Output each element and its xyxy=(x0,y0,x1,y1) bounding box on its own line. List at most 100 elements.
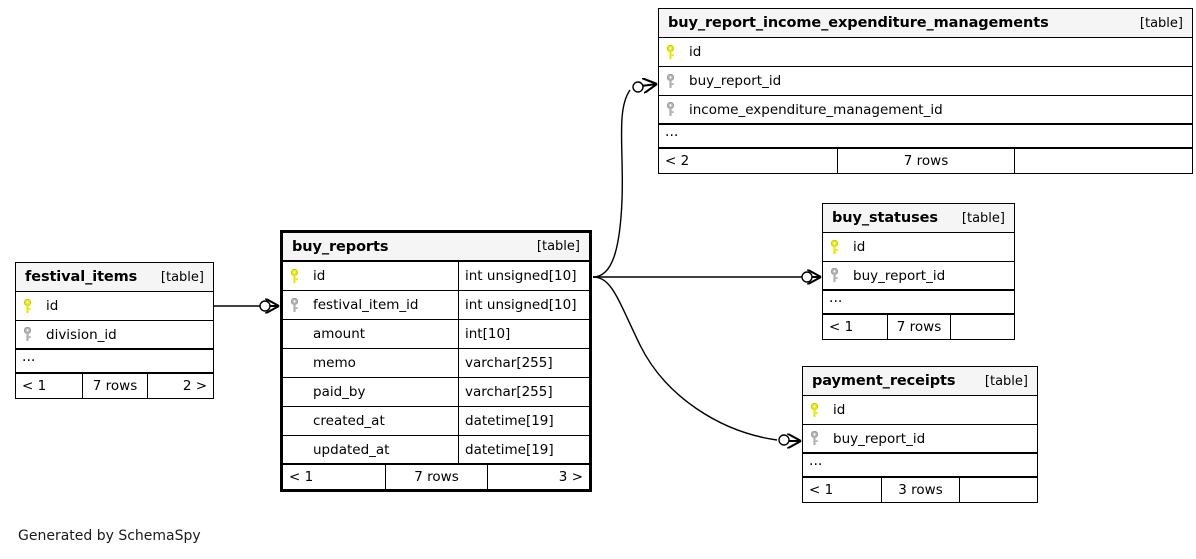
column-row[interactable]: updated_at datetime[19] xyxy=(283,436,589,465)
edge-buy-reports-to-income-expenditure xyxy=(592,82,657,278)
footer-parents-count[interactable]: < 1 xyxy=(289,469,314,485)
table-type-tag: [table] xyxy=(1139,15,1183,31)
column-row[interactable]: festival_item_id int unsigned[10] xyxy=(283,291,589,320)
column-type: int unsigned[10] xyxy=(458,291,589,319)
primary-key-icon xyxy=(823,233,845,261)
table-title: payment_receipts xyxy=(812,373,956,389)
table-footer: < 1 7 rows 3 > xyxy=(283,465,589,489)
column-name: division_id xyxy=(46,326,117,343)
footer-children-count[interactable] xyxy=(959,478,1037,502)
footer-row-count: 7 rows xyxy=(385,465,487,489)
column-row[interactable]: id xyxy=(823,233,1014,262)
more-columns-indicator: ... xyxy=(803,454,1037,478)
footer-children-count[interactable] xyxy=(1014,149,1192,173)
no-key-spacer xyxy=(283,320,305,348)
edge-festival-items-to-buy-reports xyxy=(214,301,279,311)
table-buy-statuses[interactable]: buy_statuses [table] id xyxy=(822,203,1015,340)
footer-parents-count[interactable]: < 2 xyxy=(665,153,690,169)
column-name: created_at xyxy=(313,413,385,429)
column-name: buy_report_id xyxy=(689,73,782,89)
table-footer: < 1 3 rows xyxy=(803,478,1037,502)
column-row[interactable]: income_expenditure_management_id xyxy=(659,96,1192,125)
column-row[interactable]: buy_report_id xyxy=(803,425,1037,454)
footer-parents-count[interactable]: < 1 xyxy=(829,319,854,335)
primary-key-icon xyxy=(803,396,825,424)
table-header: payment_receipts [table] xyxy=(803,367,1037,396)
edge-buy-reports-to-payment-receipts xyxy=(592,276,801,445)
table-header: buy_statuses [table] xyxy=(823,204,1014,233)
table-type-tag: [table] xyxy=(961,210,1005,226)
column-row[interactable]: id int unsigned[10] xyxy=(283,262,589,291)
column-type: varchar[255] xyxy=(458,349,589,377)
table-footer: < 1 7 rows 2 > xyxy=(16,374,213,398)
column-type: datetime[19] xyxy=(458,407,589,435)
column-type: int unsigned[10] xyxy=(458,262,589,290)
primary-key-icon xyxy=(659,38,681,66)
column-row[interactable]: paid_by varchar[255] xyxy=(283,378,589,407)
foreign-key-icon xyxy=(283,291,305,319)
column-name: memo xyxy=(313,355,356,371)
column-row[interactable]: buy_report_id xyxy=(823,262,1014,291)
table-payment-receipts[interactable]: payment_receipts [table] id xyxy=(802,366,1038,503)
footer-children-count[interactable]: 2 > xyxy=(147,374,213,398)
column-name: id xyxy=(313,268,326,284)
more-columns-indicator: ... xyxy=(659,125,1192,149)
footer-parents-count[interactable]: < 1 xyxy=(809,482,834,498)
column-name: id xyxy=(46,298,59,314)
table-title: buy_statuses xyxy=(832,210,938,226)
column-type: varchar[255] xyxy=(458,378,589,406)
footer-parents-count[interactable]: < 1 xyxy=(22,378,47,394)
column-name: buy_report_id xyxy=(853,267,946,284)
table-header: buy_reports [table] xyxy=(283,233,589,262)
table-title: buy_report_income_expenditure_management… xyxy=(668,15,1049,31)
table-header: festival_items [table] xyxy=(16,263,213,292)
column-name: paid_by xyxy=(313,384,366,400)
foreign-key-icon xyxy=(659,96,681,123)
footer-row-count: 7 rows xyxy=(886,315,951,339)
foreign-key-icon xyxy=(659,67,681,95)
table-festival-items[interactable]: festival_items [table] id xyxy=(15,262,214,399)
column-row[interactable]: memo varchar[255] xyxy=(283,349,589,378)
column-name: festival_item_id xyxy=(313,297,419,313)
column-row[interactable]: amount int[10] xyxy=(283,320,589,349)
table-buy-reports[interactable]: buy_reports [table] id int unsigned[10] xyxy=(280,230,592,492)
footer-row-count: 7 rows xyxy=(836,149,1015,173)
column-row[interactable]: id xyxy=(803,396,1037,425)
footer-row-count: 3 rows xyxy=(881,478,959,502)
column-type: int[10] xyxy=(458,320,589,348)
column-name: id xyxy=(833,402,846,418)
footer-children-count[interactable]: 3 > xyxy=(487,465,589,489)
column-row[interactable]: id xyxy=(16,292,213,321)
column-name: id xyxy=(689,44,702,60)
edge-buy-reports-to-buy-statuses xyxy=(593,272,821,282)
column-name: id xyxy=(853,239,866,255)
no-key-spacer xyxy=(283,378,305,406)
table-footer: < 2 7 rows xyxy=(659,149,1192,173)
column-name: updated_at xyxy=(313,441,390,458)
table-title: buy_reports xyxy=(292,238,389,255)
table-buy-report-income-expenditure-managements[interactable]: buy_report_income_expenditure_management… xyxy=(658,8,1193,174)
no-key-spacer xyxy=(283,436,305,463)
column-name: amount xyxy=(313,326,366,342)
table-type-tag: [table] xyxy=(984,373,1028,389)
column-row[interactable]: buy_report_id xyxy=(659,67,1192,96)
schemaspy-credit: Generated by SchemaSpy xyxy=(18,528,201,544)
table-title: festival_items xyxy=(25,269,138,285)
foreign-key-icon xyxy=(803,425,825,452)
foreign-key-icon xyxy=(823,262,845,289)
column-name: buy_report_id xyxy=(833,430,926,447)
no-key-spacer xyxy=(283,349,305,377)
primary-key-icon xyxy=(283,262,305,290)
table-type-tag: [table] xyxy=(536,239,580,254)
more-columns-indicator: ... xyxy=(823,291,1014,315)
column-type: datetime[19] xyxy=(458,436,589,463)
foreign-key-icon xyxy=(16,321,38,348)
footer-row-count: 7 rows xyxy=(81,374,148,398)
column-row[interactable]: division_id xyxy=(16,321,213,350)
column-row[interactable]: id xyxy=(659,38,1192,67)
primary-key-icon xyxy=(16,292,38,320)
no-key-spacer xyxy=(283,407,305,435)
footer-children-count[interactable] xyxy=(950,315,1014,339)
column-row[interactable]: created_at datetime[19] xyxy=(283,407,589,436)
